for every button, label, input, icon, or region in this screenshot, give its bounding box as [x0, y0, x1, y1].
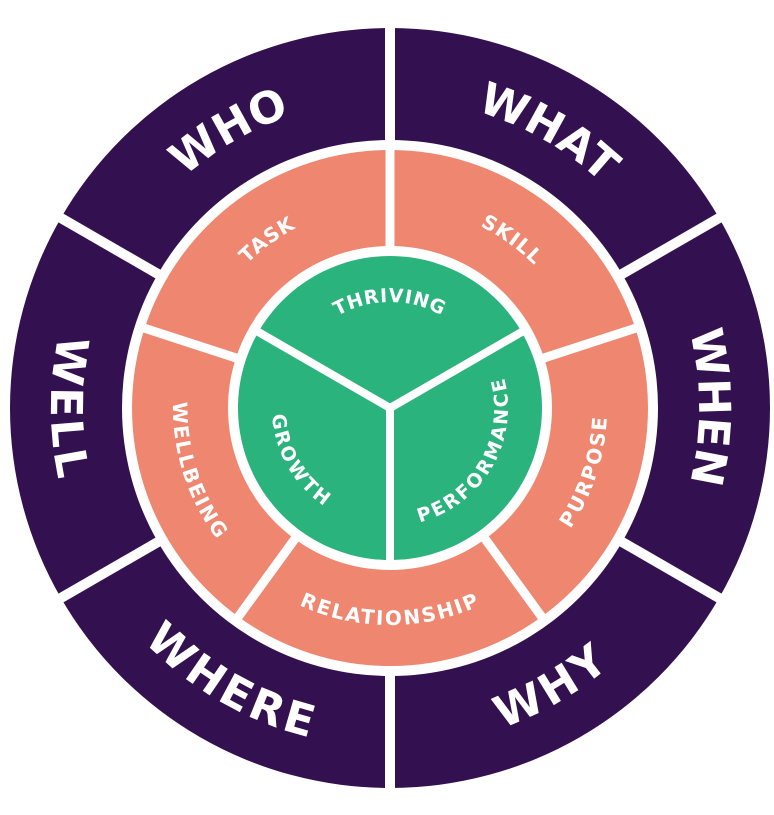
segment-who: [60, 28, 391, 274]
outer-divider-1: [617, 211, 726, 280]
segment-task: [144, 150, 390, 358]
outer-divider-5: [54, 211, 163, 280]
inner-divider-2: [254, 327, 392, 412]
inner-divider-0: [388, 327, 526, 412]
outer-ring: [9, 24, 770, 792]
segment-skill: [390, 150, 636, 358]
segment-where: [60, 542, 391, 788]
segment-what: [390, 28, 720, 274]
segment-why: [390, 542, 720, 788]
segment-wellbeing: [132, 328, 295, 617]
segment-relationship: [238, 539, 542, 667]
middle-ring: [132, 148, 648, 667]
segment-purpose: [485, 328, 648, 617]
segment-when: [622, 218, 770, 598]
segment-well: [9, 218, 158, 598]
middle-divider-1: [540, 323, 639, 363]
when-label: WHEN: [680, 324, 740, 492]
outer-divider-2: [617, 536, 726, 605]
inner-ring: [238, 256, 542, 562]
well-label: WELL: [40, 333, 98, 483]
middle-divider-3: [233, 534, 300, 621]
middle-divider-4: [141, 323, 240, 363]
middle-divider-2: [480, 534, 547, 621]
outer-divider-4: [54, 536, 163, 605]
